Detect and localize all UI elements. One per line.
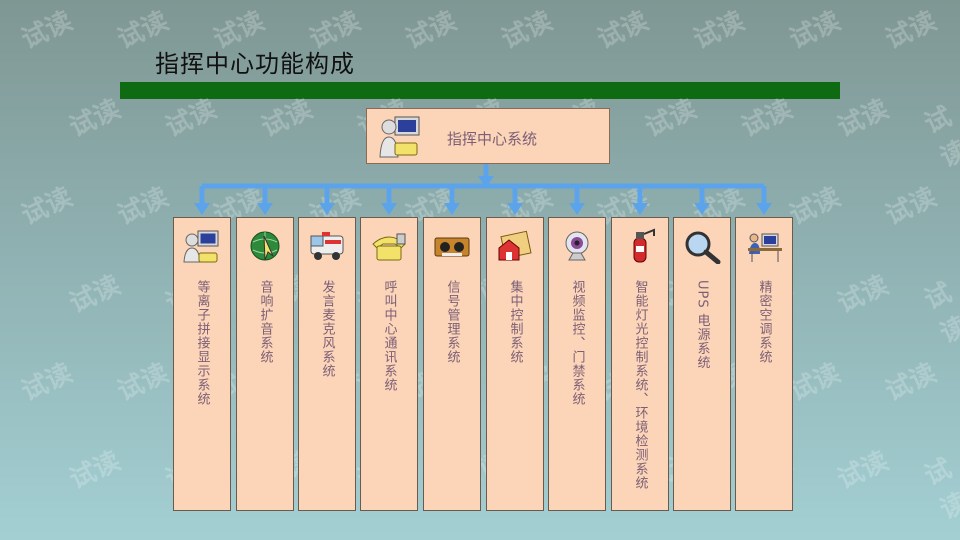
subsystem-box: 信号管理系统 — [423, 217, 481, 511]
globe-cursor-icon — [250, 231, 280, 261]
subsystem-box: 发言麦克风系统 — [298, 217, 356, 511]
subsystem-label: 呼叫中心通讯系统 — [381, 280, 397, 392]
subsystem-label: UPS 电源系统 — [694, 280, 710, 370]
branch-arrow — [632, 203, 648, 215]
subsystem-label: 视频监控、门禁系统 — [569, 280, 585, 406]
branch-arrow — [756, 203, 772, 215]
branch-arrow — [569, 203, 585, 215]
branch-arrow — [444, 203, 460, 215]
branch-arrow — [381, 203, 397, 215]
branch-arrow — [507, 203, 523, 215]
subsystem-box: 集中控制系统 — [486, 217, 544, 511]
subsystem-box: 视频监控、门禁系统 — [548, 217, 606, 511]
magnifier-icon — [685, 231, 721, 264]
root-drop-arrow — [478, 176, 494, 188]
root-node: 指挥中心系统 — [366, 108, 610, 164]
subsystem-label: 集中控制系统 — [507, 280, 523, 364]
root-label: 指挥中心系统 — [447, 130, 538, 148]
vehicle-icon — [310, 232, 344, 260]
branch-arrow — [694, 203, 710, 215]
subsystem-label: 信号管理系统 — [444, 280, 460, 364]
branch-arrow — [194, 203, 210, 215]
folder-house-icon — [498, 230, 532, 261]
subsystem-box: 智能灯光控制系统、环境检测系统 — [611, 217, 669, 511]
telephone-icon — [372, 233, 406, 261]
branch-arrow — [319, 203, 335, 215]
subsystem-label: 智能灯光控制系统、环境检测系统 — [632, 280, 648, 490]
fire-extinguisher-icon — [633, 228, 655, 263]
tape-deck-icon — [434, 237, 470, 257]
webcam-icon — [565, 231, 589, 261]
branch-arrow — [257, 203, 273, 215]
subsystem-box: 音响扩音系统 — [236, 217, 294, 511]
desk-operator-icon — [748, 233, 782, 262]
subsystem-box: 精密空调系统 — [735, 217, 793, 511]
subsystem-label: 精密空调系统 — [756, 280, 772, 364]
operator-computer-icon — [379, 116, 420, 158]
subsystem-box: UPS 电源系统 — [673, 217, 731, 511]
subsystem-label: 音响扩音系统 — [257, 280, 273, 364]
subsystem-box: 等离子拼接显示系统 — [173, 217, 231, 511]
page-title: 指挥中心功能构成 — [155, 50, 355, 78]
subsystem-label: 等离子拼接显示系统 — [194, 280, 210, 406]
subsystem-box: 呼叫中心通讯系统 — [360, 217, 418, 511]
title-underline-bar — [120, 82, 840, 99]
operator-computer-icon — [183, 230, 219, 263]
subsystem-label: 发言麦克风系统 — [319, 280, 335, 378]
